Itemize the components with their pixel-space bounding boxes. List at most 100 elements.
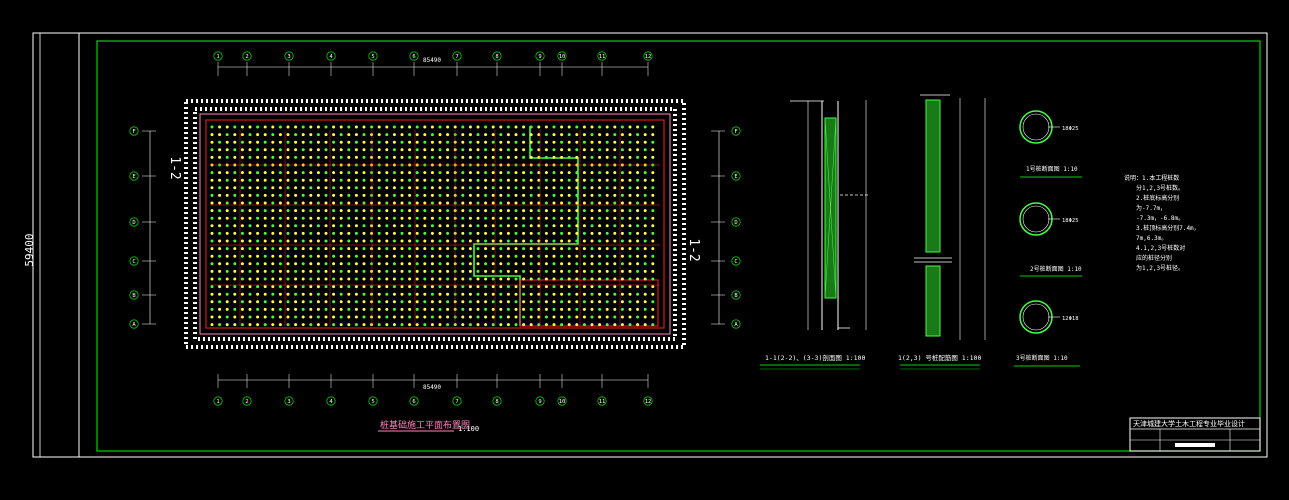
pile-marker: [651, 323, 655, 327]
pile-marker: [286, 292, 290, 296]
pile-marker: [529, 155, 533, 159]
pile-marker: [370, 171, 374, 175]
pile-marker: [438, 125, 442, 129]
pile-marker: [560, 269, 564, 273]
pile-marker: [491, 140, 495, 144]
pile-marker: [628, 155, 632, 159]
pile-detail-title: 1(2,3) 号桩配筋图 1:100: [898, 353, 981, 362]
pile-marker: [248, 224, 252, 228]
pile-marker: [620, 133, 624, 137]
pile-marker: [263, 300, 267, 304]
pile-marker: [567, 209, 571, 213]
axis-bubble: [409, 396, 419, 406]
pile-marker: [362, 216, 366, 220]
pile-marker: [598, 277, 602, 281]
pile-marker: [408, 285, 412, 289]
pile-marker: [636, 239, 640, 243]
pile-marker: [613, 178, 617, 182]
pile-marker: [415, 269, 419, 273]
pile-marker: [537, 277, 541, 281]
pile-marker: [514, 193, 518, 197]
pile-marker: [590, 269, 594, 273]
pile-marker: [461, 231, 465, 235]
pile-marker: [567, 231, 571, 235]
pile-marker: [468, 125, 472, 129]
pile-marker: [233, 292, 237, 296]
pile-cage-lower: [925, 265, 941, 337]
pile-marker: [476, 209, 480, 213]
pile-marker: [651, 247, 655, 251]
pile-marker: [598, 285, 602, 289]
pile-marker: [544, 269, 548, 273]
pile-marker: [461, 292, 465, 296]
pile-marker: [218, 323, 222, 327]
pile-marker: [370, 269, 374, 273]
pile-marker: [301, 277, 305, 281]
pile-marker: [628, 254, 632, 258]
pile-marker: [377, 224, 381, 228]
pile-marker: [233, 171, 237, 175]
pile-marker: [316, 300, 320, 304]
pile-marker: [278, 201, 282, 205]
pile-marker: [499, 224, 503, 228]
pile-marker: [385, 262, 389, 266]
pile-marker: [301, 133, 305, 137]
pile-marker: [225, 300, 229, 304]
pile-marker: [651, 307, 655, 311]
pile-marker: [491, 269, 495, 273]
pile-marker: [240, 285, 244, 289]
pile-marker: [233, 277, 237, 281]
pile-marker: [567, 133, 571, 137]
pile-marker: [506, 209, 510, 213]
pile-marker: [567, 277, 571, 281]
pile-marker: [529, 201, 533, 205]
pile-marker: [370, 133, 374, 137]
pile-marker: [240, 171, 244, 175]
pile-marker: [324, 277, 328, 281]
pile-marker: [590, 201, 594, 205]
pile-marker: [461, 285, 465, 289]
pile-marker: [332, 323, 336, 327]
pile-marker: [499, 193, 503, 197]
pile-marker: [560, 224, 564, 228]
axis-number: 8: [495, 399, 498, 405]
pile-marker: [461, 140, 465, 144]
pile-marker: [567, 193, 571, 197]
pile-marker: [605, 254, 609, 258]
pile-marker: [362, 209, 366, 213]
pile-marker: [430, 193, 434, 197]
pile-marker: [233, 133, 237, 137]
pile-marker: [286, 125, 290, 129]
pile-marker: [537, 216, 541, 220]
pile-marker: [347, 140, 351, 144]
pile-marker: [605, 224, 609, 228]
pile-marker: [324, 323, 328, 327]
pile-marker: [423, 201, 427, 205]
pile-marker: [575, 209, 579, 213]
pile-marker: [567, 247, 571, 251]
pile-marker: [263, 155, 267, 159]
pile-marker: [354, 148, 358, 152]
pile-marker: [438, 269, 442, 273]
pile-marker: [233, 285, 237, 289]
pile-marker: [316, 269, 320, 273]
pile-marker: [560, 155, 564, 159]
pile-marker: [347, 224, 351, 228]
pile-marker: [484, 140, 488, 144]
pile-marker: [301, 239, 305, 243]
pile-marker: [415, 216, 419, 220]
pile-marker: [339, 140, 343, 144]
pile-marker: [332, 148, 336, 152]
pile-marker: [484, 155, 488, 159]
pile-marker: [408, 186, 412, 190]
pile-marker: [240, 231, 244, 235]
pile-marker: [468, 285, 472, 289]
pile-marker: [438, 155, 442, 159]
pile-marker: [408, 277, 412, 281]
pile-marker: [271, 285, 275, 289]
pile-marker: [468, 155, 472, 159]
pile-marker: [415, 155, 419, 159]
pile-marker: [628, 201, 632, 205]
